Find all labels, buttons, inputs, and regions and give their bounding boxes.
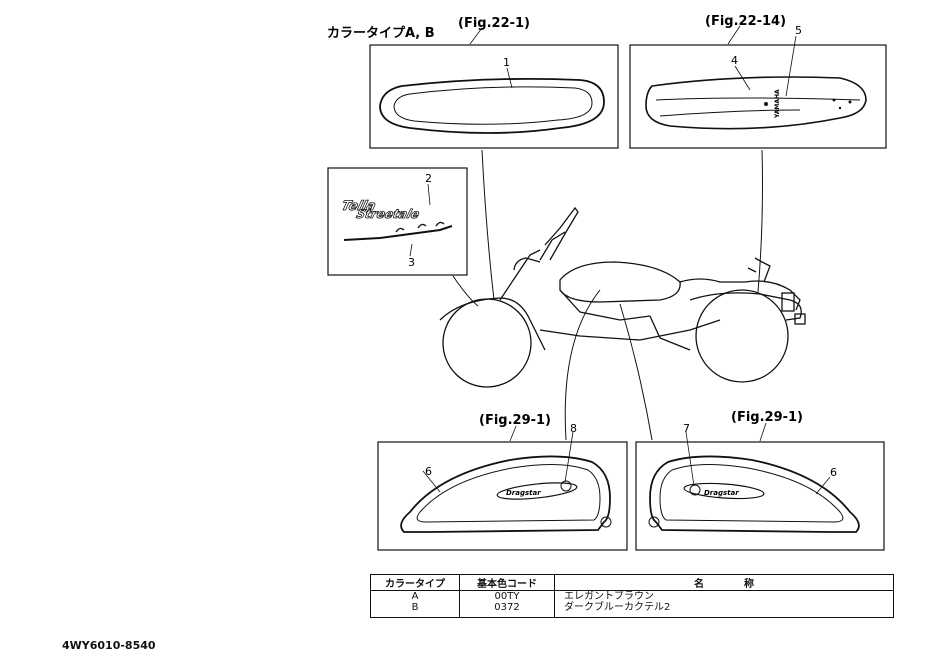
svg-text:Streetale: Streetale (355, 207, 421, 221)
yamaha-logo: YAMAHA (774, 89, 781, 119)
header-name: 名 称 (554, 574, 894, 591)
callout-8: 8 (570, 422, 577, 435)
callout-2: 2 (425, 172, 432, 185)
table-row: A B 00TY 0372 エレガントブラウン ダークブルーカクテル2 (370, 590, 894, 618)
callout-6-left: 6 (425, 465, 432, 478)
callout-6-right: 6 (830, 466, 837, 479)
table-header-row: カラータイプ 基本色コード 名 称 (370, 574, 894, 591)
row-type-b: B (411, 602, 419, 613)
svg-text:Dragstar: Dragstar (506, 489, 541, 497)
row-name-a: エレガントブラウン (564, 591, 654, 602)
fig-label-top-left: (Fig.22-1) (458, 16, 530, 31)
panel-tank-left: Dragstar (377, 431, 628, 551)
panel-rear-fender: YAMAHA (629, 35, 887, 149)
fig-label-top-right: (Fig.22-14) (705, 14, 786, 29)
panel-tank-right: Dragstar (635, 431, 885, 551)
motorcycle-outline (439, 206, 806, 388)
panel-side-emblems: Tella Streetale (327, 167, 468, 276)
callout-5: 5 (795, 24, 802, 37)
row-code-b: 0372 (494, 602, 520, 613)
panel-fender-emblem (369, 44, 619, 149)
color-code-table: カラータイプ 基本色コード 名 称 A B 00TY 0372 エレガントブラウ… (370, 574, 894, 618)
row-code-a: 00TY (494, 591, 520, 602)
callout-1: 1 (503, 56, 510, 69)
row-name-b: ダークブルーカクテル2 (564, 602, 671, 613)
svg-text:Tella: Tella (340, 199, 378, 214)
header-base-color-code: 基本色コード (459, 574, 555, 591)
svg-text:Dragstar: Dragstar (704, 489, 739, 497)
leader-lines (452, 149, 763, 441)
callout-7: 7 (683, 422, 690, 435)
fig-label-bottom-left: (Fig.29-1) (479, 413, 551, 428)
color-type-label: カラータイプA, B (327, 26, 435, 41)
fig-label-bottom-right: (Fig.29-1) (731, 410, 803, 425)
callout-4: 4 (731, 54, 738, 67)
row-type-a: A (411, 591, 419, 602)
header-color-type: カラータイプ (370, 574, 460, 591)
callout-3: 3 (408, 256, 415, 269)
part-code: 4WY6010-8540 (62, 639, 156, 652)
